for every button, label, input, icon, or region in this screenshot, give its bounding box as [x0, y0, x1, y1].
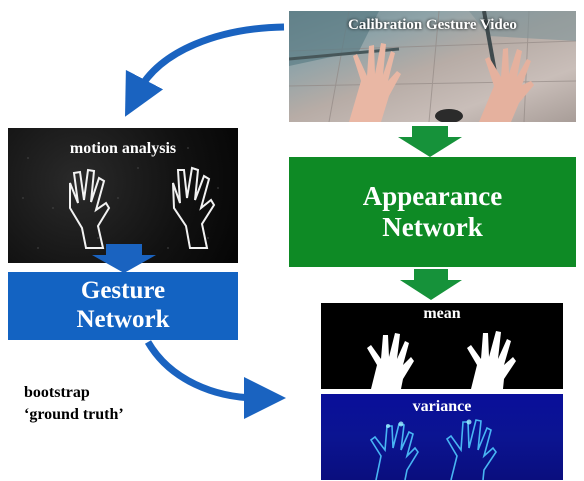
calibration-video-panel: Calibration Gesture Video: [289, 11, 576, 122]
gesture-line2: Network: [76, 306, 170, 333]
appearance-to-mean-arrow: [400, 269, 462, 300]
motion-scene-drawing: [22, 147, 219, 249]
motion-analysis-panel: motion analysis: [8, 128, 238, 263]
variance-panel: variance: [321, 394, 563, 480]
gesture-line1: Gesture: [80, 277, 166, 305]
video-to-motion-arrow: [124, 23, 285, 117]
left-hand-shape: [349, 43, 401, 122]
variance-hands-drawing: [369, 419, 497, 480]
mean-label: mean: [423, 305, 461, 322]
motion-right-hand: [172, 166, 216, 249]
gesture-network-box: Gesture Network: [8, 272, 238, 340]
bootstrap-note: bootstrap ‘ground truth’: [24, 382, 124, 425]
bootstrap-line1: bootstrap: [24, 384, 90, 401]
video-label: Calibration Gesture Video: [348, 17, 517, 33]
right-hand-shape: [479, 48, 534, 122]
appearance-line1: Appearance: [362, 180, 503, 211]
motion-label: motion analysis: [69, 140, 177, 157]
video-scene-drawing: [289, 11, 576, 122]
appearance-line2: Network: [382, 212, 483, 242]
gesture-to-variance-arrow: [144, 340, 286, 419]
mean-panel: mean: [321, 303, 563, 389]
motion-left-hand: [69, 168, 111, 249]
variance-label: variance: [412, 398, 472, 415]
appearance-network-box: Appearance Network: [289, 157, 576, 267]
mean-hands-drawing: [367, 331, 516, 389]
video-to-appearance-arrow: [398, 126, 462, 157]
bootstrap-line2: ‘ground truth’: [24, 405, 124, 423]
